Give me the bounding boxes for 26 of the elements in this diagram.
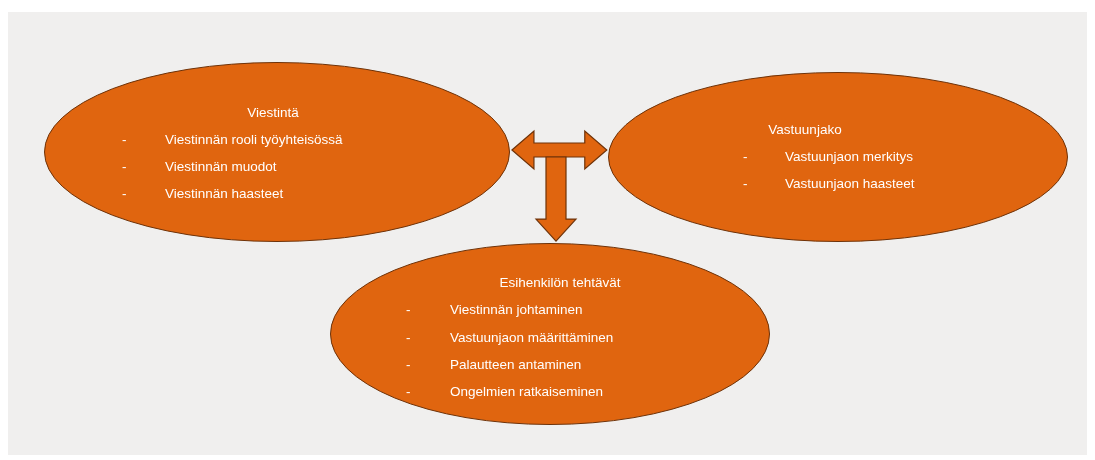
list-item: Viestinnän muodot (165, 159, 277, 175)
list-item: Ongelmien ratkaiseminen (450, 384, 604, 401)
bullet-dash: - (406, 384, 411, 401)
list-item: Vastuunjaon haasteet (785, 176, 915, 192)
heading: Esihenkilön tehtävät (499, 275, 621, 291)
topic-ellipse (608, 72, 1068, 242)
heading: Viestintä (247, 105, 299, 121)
list-item: Vastuunjaon määrittäminen (450, 329, 614, 346)
bullet-dash: - (743, 149, 748, 165)
bullet-dash: - (406, 302, 411, 319)
list-item: Viestinnän haasteet (165, 186, 284, 202)
list-item: Vastuunjaon merkitys (785, 149, 914, 165)
bullet-dash: - (122, 159, 127, 175)
topic-ellipse (44, 62, 510, 242)
list-item: Viestinnän rooli työyhteisössä (165, 132, 343, 148)
down-arrow (534, 156, 578, 242)
list-item: Viestinnän johtaminen (450, 302, 583, 319)
bullet-dash: - (406, 356, 411, 373)
bullet-dash: - (406, 329, 411, 346)
topic-ellipse (330, 243, 770, 425)
bullet-dash: - (743, 176, 748, 192)
double-arrow (511, 129, 608, 171)
bullet-dash: - (122, 132, 127, 148)
heading: Vastuunjako (768, 122, 842, 138)
bullet-dash: - (122, 186, 127, 202)
list-item: Palautteen antaminen (450, 356, 582, 373)
